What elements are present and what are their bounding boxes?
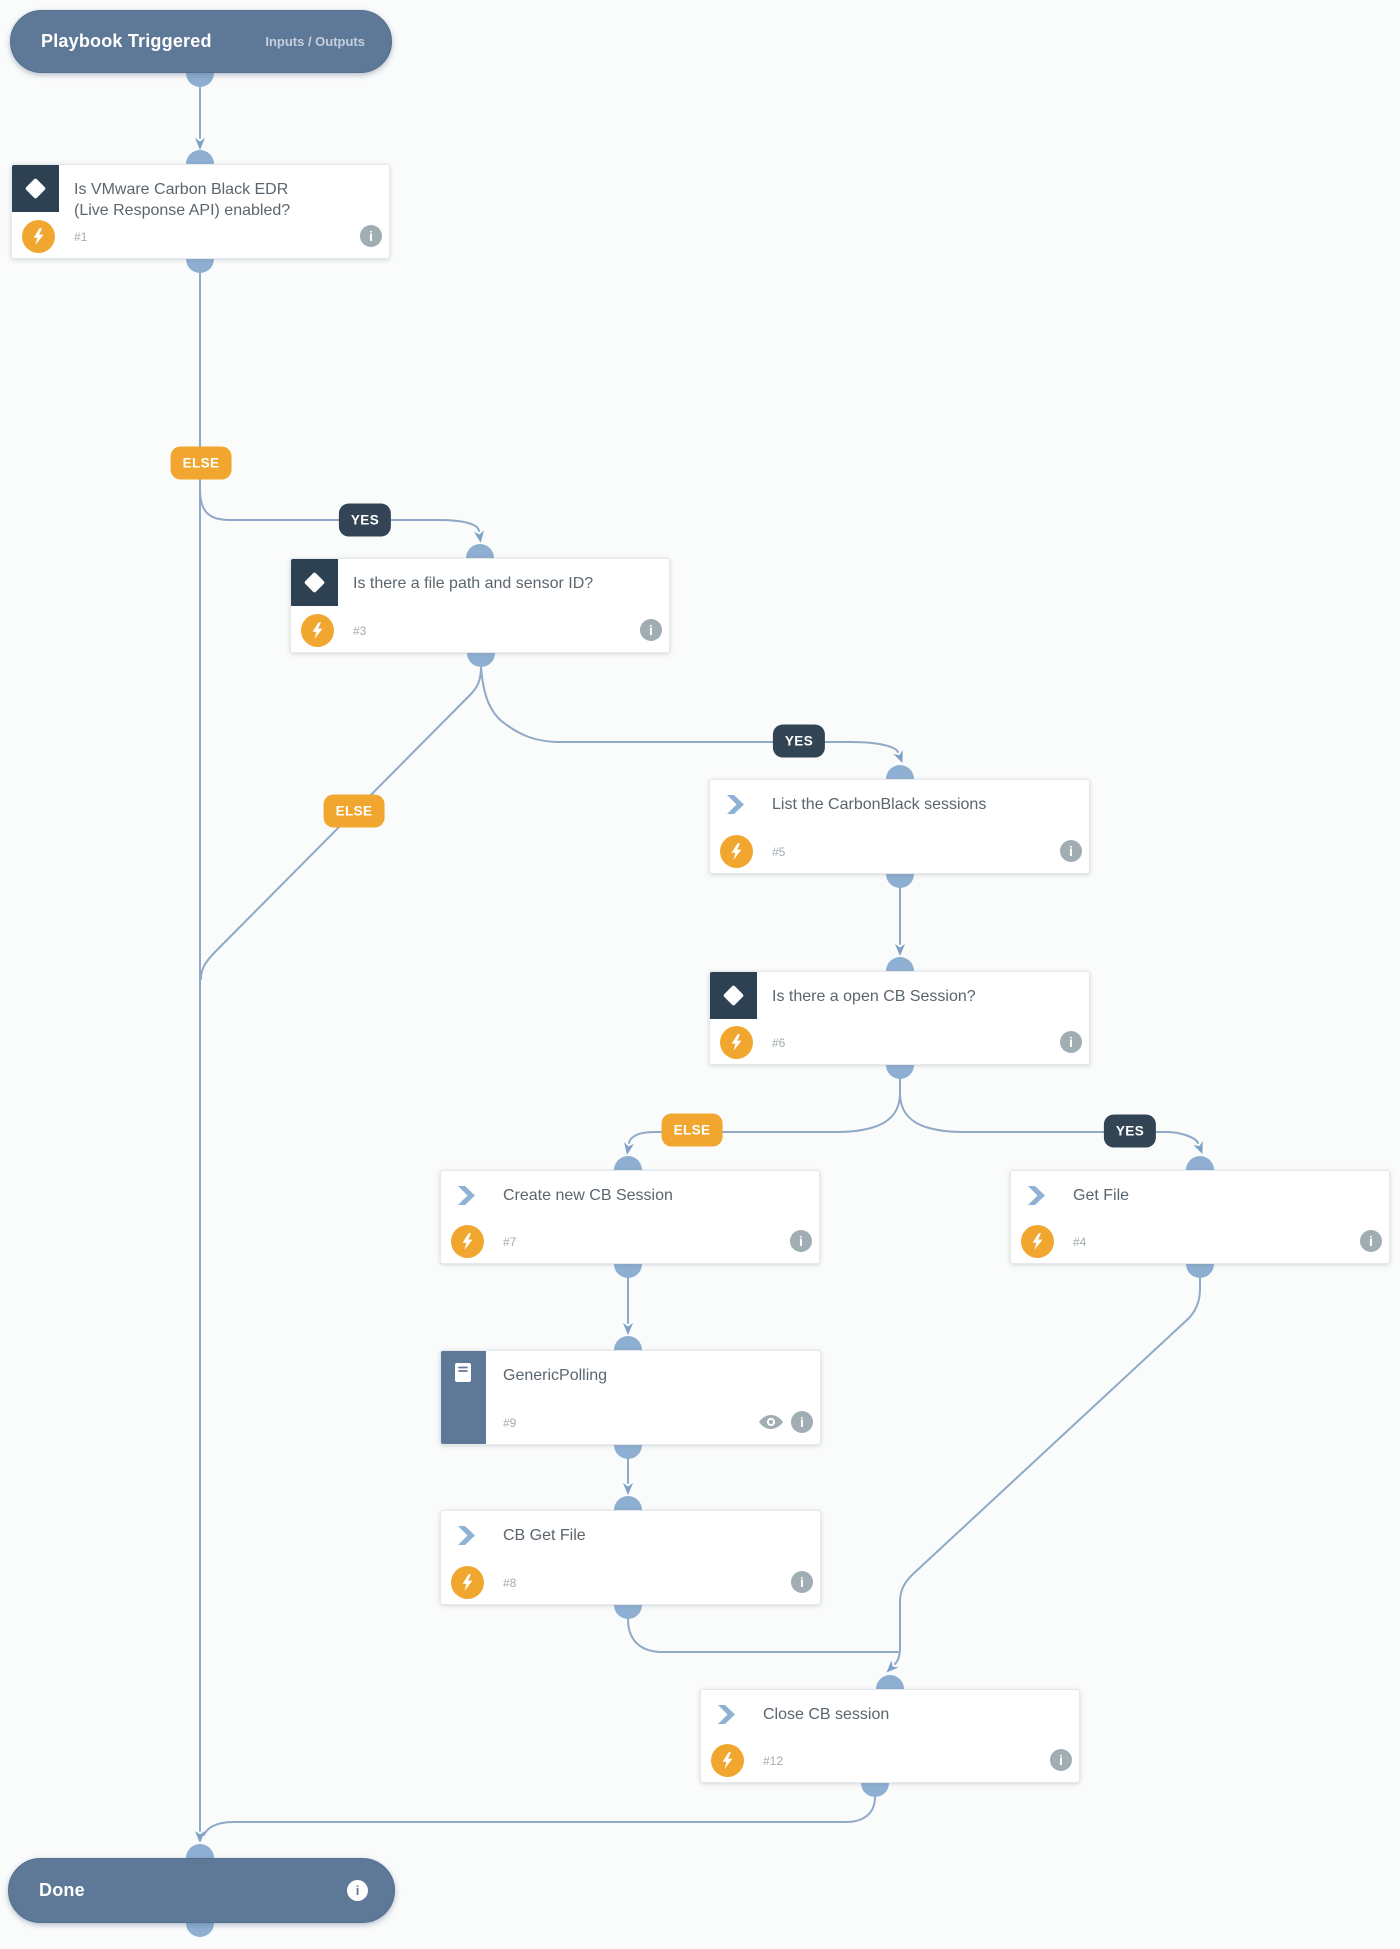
info-icon[interactable]: i — [791, 1411, 813, 1433]
connector-line — [899, 1078, 1203, 1155]
info-icon[interactable]: i — [640, 619, 662, 641]
chevron-icon — [458, 1526, 475, 1545]
node-number: #1 — [74, 230, 88, 244]
connector-line — [480, 666, 903, 764]
node-title: Create new CB Session — [503, 1187, 673, 1204]
node-genericpolling[interactable]: GenericPolling #9 i — [440, 1350, 821, 1445]
info-icon[interactable]: i — [791, 1571, 813, 1593]
lightning-icon — [1032, 1233, 1043, 1250]
chevron-icon — [458, 1186, 475, 1205]
lightning-icon — [33, 228, 44, 245]
lightning-icon — [312, 622, 323, 639]
lightning-icon — [720, 1026, 753, 1059]
eye-icon — [759, 1415, 783, 1429]
branch-label-else: ELSE — [170, 446, 232, 480]
node-cb-get-file[interactable]: CB Get File #8 i — [440, 1510, 821, 1605]
branch-label-else: ELSE — [661, 1113, 723, 1147]
lightning-icon — [1021, 1225, 1054, 1258]
book-icon — [451, 1361, 475, 1385]
node-done[interactable]: Done i — [8, 1858, 395, 1923]
node-get-file[interactable]: Get File #4 i — [1010, 1170, 1390, 1264]
chevron-icon — [457, 1186, 476, 1205]
node-is-there-a-open-cb-session[interactable]: Is there a open CB Session? #6 i — [709, 971, 1090, 1065]
chevron-icon — [457, 1526, 476, 1545]
node-number: #8 — [503, 1576, 517, 1590]
lightning-icon — [731, 1034, 742, 1051]
lightning-icon — [462, 1574, 473, 1591]
lightning-icon — [301, 614, 334, 647]
lightning-icon — [462, 1233, 473, 1250]
condition-diamond-icon — [12, 165, 59, 212]
lightning-icon — [722, 1752, 733, 1769]
info-icon[interactable]: i — [1360, 1230, 1382, 1252]
done-title: Done — [39, 1880, 85, 1900]
node-title: GenericPolling — [503, 1367, 608, 1384]
node-close-cb-session[interactable]: Close CB session #12 i — [700, 1689, 1080, 1783]
node-title: Get File — [1073, 1187, 1130, 1204]
info-icon[interactable]: i — [360, 225, 382, 247]
info-icon[interactable]: i — [790, 1230, 812, 1252]
node-list-the-carbonblack-sessions[interactable]: List the CarbonBlack sessions #5 i — [709, 779, 1090, 874]
info-icon[interactable]: i — [1060, 840, 1082, 862]
chevron-icon — [727, 795, 744, 814]
node-is-there-a-file-path-and-sensor-id[interactable]: Is there a file path and sensor ID? #3 i — [290, 558, 670, 653]
node-number: #9 — [503, 1416, 517, 1430]
lightning-icon — [22, 220, 55, 253]
chevron-icon — [718, 1705, 735, 1724]
node-playbook-triggered[interactable]: Playbook Triggered Inputs / Outputs — [10, 10, 392, 73]
lightning-icon — [451, 1225, 484, 1258]
node-number: #5 — [772, 845, 786, 859]
connector-line — [203, 1796, 876, 1836]
lightning-icon — [731, 843, 742, 860]
diamond-shape — [24, 177, 47, 200]
branch-label-else: ELSE — [323, 794, 385, 828]
node-number: #12 — [763, 1754, 784, 1768]
chevron-icon — [1028, 1186, 1045, 1205]
condition-diamond-icon — [710, 972, 757, 1019]
sub-playbook-bar — [441, 1351, 486, 1444]
node-is-vmware-carbon-black-edr-live-response-api-enabled[interactable]: Is VMware Carbon Black EDR (Live Respons… — [11, 164, 390, 259]
condition-diamond-icon — [291, 559, 338, 606]
node-number: #6 — [772, 1036, 786, 1050]
lightning-icon — [720, 835, 753, 868]
node-number: #7 — [503, 1235, 517, 1249]
chevron-icon — [726, 795, 745, 814]
diamond-shape — [722, 984, 745, 1007]
book-icon — [455, 1363, 471, 1382]
node-title: Close CB session — [763, 1706, 890, 1723]
lightning-icon — [711, 1744, 744, 1777]
inputs-outputs-button[interactable]: Inputs / Outputs — [265, 34, 365, 49]
node-number: #3 — [353, 624, 367, 638]
info-icon[interactable]: i — [347, 1880, 368, 1901]
chevron-icon — [717, 1705, 736, 1724]
diamond-shape — [303, 571, 326, 594]
branch-label-yes: YES — [338, 503, 392, 537]
node-create-new-cb-session[interactable]: Create new CB Session #7 i — [440, 1170, 820, 1264]
info-icon[interactable]: i — [1060, 1031, 1082, 1053]
node-title: Is there a open CB Session? — [772, 988, 976, 1005]
connector-line — [886, 1277, 1201, 1673]
eye-icon — [759, 1414, 783, 1430]
connector-line — [199, 488, 484, 543]
info-icon[interactable]: i — [1050, 1749, 1072, 1771]
connector-line — [624, 1078, 901, 1155]
branch-label-yes: YES — [1103, 1114, 1157, 1148]
page-title: Playbook Triggered — [41, 31, 212, 51]
connector-line — [627, 1618, 899, 1653]
node-title: CB Get File — [503, 1527, 586, 1544]
node-title: Is VMware Carbon Black EDR (Live Respons… — [74, 181, 291, 219]
branch-label-yes: YES — [772, 724, 826, 758]
node-number: #4 — [1073, 1235, 1087, 1249]
lightning-icon — [451, 1566, 484, 1599]
chevron-icon — [1027, 1186, 1046, 1205]
node-title: List the CarbonBlack sessions — [772, 796, 987, 813]
node-title: Is there a file path and sensor ID? — [353, 575, 594, 592]
